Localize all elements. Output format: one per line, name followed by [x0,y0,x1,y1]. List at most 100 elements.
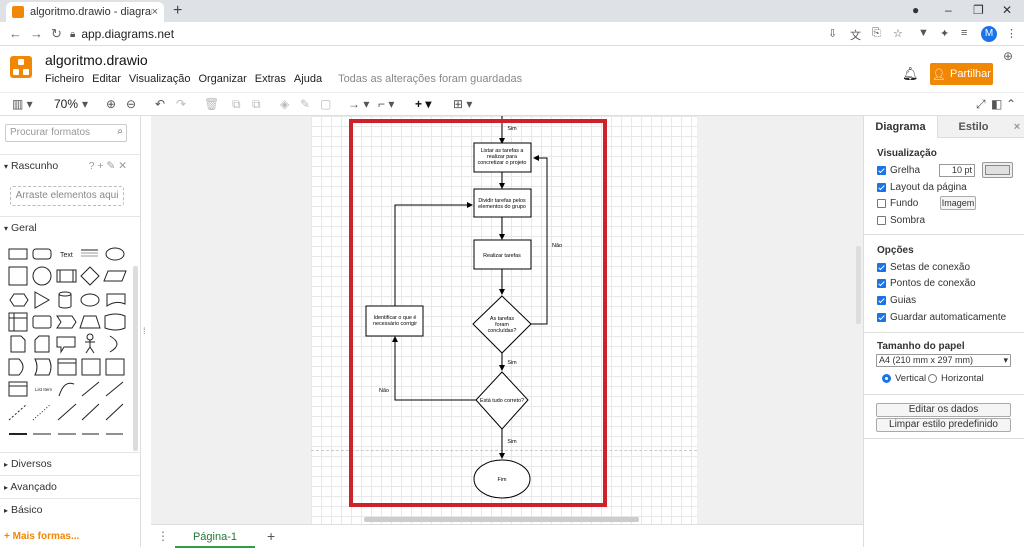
grid-checkbox[interactable]: Grelha [877,165,920,176]
shadow-icon[interactable]: ▢ [320,97,332,111]
collapse-chevron-icon[interactable]: ⌃ [1006,97,1017,111]
orientation-horizontal-radio[interactable]: Horizontal [928,373,984,384]
browser-tab[interactable]: algoritmo.drawio - diagrams.net × [6,2,164,22]
to-front-icon[interactable]: ⧉ [232,97,241,111]
zoom-out-icon[interactable]: ⊖ [126,97,137,111]
line-color-icon[interactable]: ✎ [300,97,311,111]
scratchpad-header[interactable]: ▾ Rascunho ? + ✎ ✕ [0,154,141,176]
redo-icon[interactable]: ↷ [176,97,187,111]
share-page-icon[interactable]: ⎘ [872,27,881,39]
menu-editar[interactable]: Editar [92,73,121,85]
grid-color-button[interactable] [982,162,1013,178]
section-basico[interactable]: ▸ Básico [0,498,141,520]
translate-icon[interactable]: 文 [850,30,861,42]
zoom-select[interactable]: 70% [54,97,79,111]
minimize-button[interactable]: – [945,3,952,17]
page-tab[interactable]: Página-1 [175,525,255,548]
menu-organizar[interactable]: Organizar [198,73,247,85]
grid-size-input[interactable]: 10 pt [939,164,975,177]
pages-menu-icon[interactable]: ⋮ [157,529,169,543]
shadow-check-icon[interactable] [877,216,886,225]
autosave-check-icon[interactable] [877,313,886,322]
format-panel-toggle-icon[interactable]: ▥ ▾ [12,97,33,111]
browser-menu-icon[interactable]: ⋮ [1006,28,1017,40]
grid-check-icon[interactable] [877,166,886,175]
add-page-button[interactable]: + [267,528,276,544]
back-icon[interactable]: ← [9,26,22,41]
extension-icon[interactable]: ▼ [918,27,929,39]
scratchpad-drop-zone[interactable]: Arraste elementos aqui [10,186,124,206]
background-check-icon[interactable] [877,199,886,208]
tab-close-icon[interactable]: × [151,6,158,18]
saved-status[interactable]: Todas as alterações foram guardadas [338,73,523,85]
insert-icon[interactable]: + ▾ [415,97,432,111]
puzzle-icon[interactable]: ✦ [940,28,950,40]
more-shapes-link[interactable]: + Mais formas... [4,531,80,542]
menu-visualizacao[interactable]: Visualização [128,73,191,85]
clear-default-style-button[interactable]: Limpar estilo predefinido [876,418,1011,432]
notifications-bell-icon[interactable]: 🔔︎ [902,66,919,81]
horizontal-radio-icon[interactable] [928,374,937,383]
sidebar-resize-handle[interactable]: ⁞ [143,326,146,336]
url-field[interactable]: 🔒︎ app.diagrams.net [70,24,830,44]
undo-icon[interactable]: ↶ [155,97,166,111]
paper-size-select[interactable]: A4 (210 mm x 297 mm) ▾ [876,354,1011,367]
reading-list-icon[interactable]: ≡ [961,27,968,39]
connection-points-checkbox[interactable]: Pontos de conexão [877,278,976,289]
search-icon[interactable]: ⌕ [117,126,123,137]
drawing-canvas[interactable]: ⁞ Lis [143,116,863,524]
zoom-in-icon[interactable]: ⊕ [106,97,117,111]
connection-arrows-check-icon[interactable] [877,263,886,272]
orientation-vertical-radio[interactable]: Vertical [882,373,926,384]
menu-ajuda[interactable]: Ajuda [293,73,323,85]
to-back-icon[interactable]: ⧉ [252,97,261,111]
shadow-checkbox[interactable]: Sombra [877,215,925,226]
delete-icon[interactable]: 🗑︎ [204,97,220,111]
page-layout-checkbox[interactable]: Layout da página [877,182,967,193]
language-globe-icon[interactable]: ⊕ [1003,49,1014,63]
guides-checkbox[interactable]: Guias [877,295,916,306]
background-checkbox[interactable]: Fundo [877,198,918,209]
menu-extras[interactable]: Extras [254,73,286,85]
section-diversos[interactable]: ▸ Diversos [0,452,141,474]
scratchpad-tools[interactable]: ? + ✎ ✕ [88,160,127,172]
waypoints-icon[interactable]: ⌐ ▾ [378,97,395,111]
table-icon[interactable]: ⊞ ▾ [453,97,473,111]
bookmark-star-icon[interactable]: ☆ [893,28,903,40]
new-tab-button[interactable]: + [173,2,183,19]
image-button[interactable]: Imagem [940,196,976,210]
vertical-radio-icon[interactable] [882,374,891,383]
connection-style-icon[interactable]: → ▾ [348,97,370,111]
menu-ficheiro[interactable]: Ficheiro [45,73,85,85]
format-panel-icon[interactable]: ◧ [991,97,1003,111]
zoom-dropdown-chevron-icon[interactable]: ▾ [82,97,89,111]
document-title[interactable]: algoritmo.drawio [45,52,148,68]
canvas-vertical-scrollbar[interactable] [856,246,861,324]
page-layout-check-icon[interactable] [877,183,886,192]
fullscreen-icon[interactable]: ⤢ [976,97,986,111]
shape-search-input[interactable]: Procurar formatos ⌕ [5,124,127,142]
connection-arrows-checkbox[interactable]: Setas de conexão [877,262,970,273]
tab-diagrama[interactable]: Diagrama [864,116,937,138]
general-shapes-header[interactable]: ▾ Geral [0,216,141,238]
forward-icon[interactable]: → [30,26,43,41]
maximize-button[interactable]: ❐ [973,3,984,17]
fill-color-icon[interactable]: ◈ [280,97,290,111]
connection-points-check-icon[interactable] [877,279,886,288]
section-avancado[interactable]: ▸ Avançado [0,475,141,497]
tab-estilo[interactable]: Estilo [937,116,1009,138]
install-icon[interactable]: ⇩ [828,28,838,40]
close-panel-icon[interactable]: × [1009,116,1024,138]
edit-data-button[interactable]: Editar os dados [876,403,1011,417]
share-button[interactable]: 👤︎ Partilhar [930,63,993,85]
general-shape-palette[interactable]: Text List Item [6,244,128,444]
autosave-checkbox[interactable]: Guardar automaticamente [877,312,1006,323]
reload-icon[interactable]: ↻ [51,26,62,41]
tab-search-icon[interactable]: ● [912,3,920,17]
close-window-button[interactable]: ✕ [1002,3,1013,17]
sidebar-scrollbar[interactable] [133,266,138,451]
profile-avatar[interactable]: M [981,26,997,42]
guides-check-icon[interactable] [877,296,886,305]
canvas-horizontal-scrollbar[interactable] [364,517,639,522]
